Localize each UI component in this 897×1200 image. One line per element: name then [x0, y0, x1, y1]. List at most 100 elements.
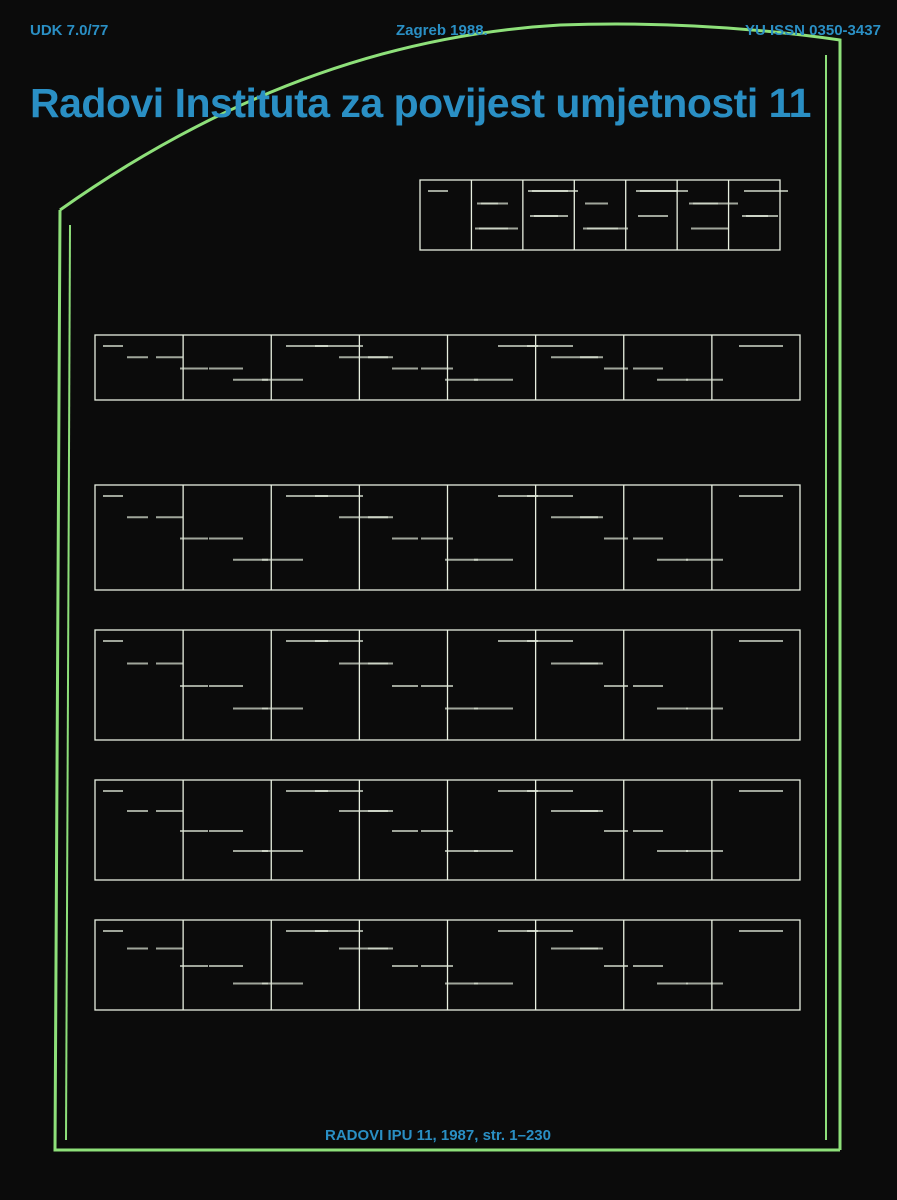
map-script-mark — [739, 495, 783, 497]
map-script-mark — [286, 345, 328, 347]
map-script-mark — [180, 965, 208, 967]
map-script-mark — [657, 378, 688, 381]
map-script-mark — [527, 640, 573, 642]
map-script-mark — [392, 830, 418, 832]
map-script-mark — [636, 190, 678, 192]
map-script-mark — [742, 215, 768, 217]
map-script-mark — [315, 640, 363, 642]
map-script-mark — [691, 227, 728, 230]
map-script-mark — [180, 367, 208, 370]
map-script-mark — [686, 982, 723, 985]
map-script-mark — [604, 965, 628, 967]
map-script-mark — [286, 790, 328, 792]
map-script-mark — [339, 947, 388, 950]
map-script-mark — [233, 982, 268, 985]
map-script-mark — [127, 356, 148, 359]
map-script-mark — [739, 345, 783, 347]
map-script-mark — [233, 850, 268, 852]
map-script-mark — [156, 662, 183, 665]
map-script-mark — [527, 790, 573, 792]
map-script-mark — [739, 640, 783, 642]
map-script-mark — [233, 558, 268, 561]
map-script-mark — [209, 830, 243, 832]
map-script-mark — [686, 378, 723, 381]
map-script-mark — [127, 662, 148, 665]
map-script-mark — [551, 947, 598, 950]
map-script-mark — [744, 190, 788, 192]
map-script-mark — [103, 790, 123, 792]
map-script-mark — [315, 345, 363, 347]
map-script-mark — [657, 850, 688, 852]
map-script-mark — [180, 685, 208, 687]
journal-title: Radovi Instituta za povijest umjetnosti … — [30, 80, 811, 126]
map-script-mark — [127, 947, 148, 950]
map-script-mark — [551, 810, 598, 812]
map-script-mark — [103, 495, 123, 497]
map-script-mark — [262, 982, 303, 985]
udk-code: UDK 7.0/77 — [30, 22, 109, 39]
map-script-mark — [209, 367, 243, 370]
map-script-mark — [657, 982, 688, 985]
map-script-mark — [551, 516, 598, 519]
map-script-mark — [445, 378, 478, 381]
map-script-mark — [127, 516, 148, 519]
map-script-mark — [339, 356, 388, 359]
map-script-mark — [604, 685, 628, 687]
map-script-mark — [445, 707, 478, 710]
map-script-mark — [551, 662, 598, 665]
map-script-mark — [633, 685, 663, 687]
map-script-mark — [530, 215, 558, 217]
map-script-mark — [527, 495, 573, 497]
map-script-mark — [604, 537, 628, 540]
map-script-mark — [209, 537, 243, 540]
map-script-mark — [528, 190, 568, 192]
map-script-mark — [527, 345, 573, 347]
map-script-mark — [686, 558, 723, 561]
map-script-mark — [392, 965, 418, 967]
map-script-mark — [739, 790, 783, 792]
map-script-mark — [103, 930, 123, 932]
map-script-mark — [339, 810, 388, 812]
map-script-mark — [286, 495, 328, 497]
map-script-mark — [686, 850, 723, 852]
map-script-mark — [604, 830, 628, 832]
map-script-mark — [633, 367, 663, 370]
map-script-mark — [689, 202, 738, 205]
map-script-mark — [180, 830, 208, 832]
map-script-mark — [657, 558, 688, 561]
map-script-mark — [339, 516, 388, 519]
map-script-mark — [498, 345, 538, 347]
map-script-mark — [474, 982, 513, 985]
map-script-mark — [156, 947, 183, 950]
map-script-mark — [428, 190, 448, 192]
map-script-mark — [445, 982, 478, 985]
map-script-mark — [103, 345, 123, 347]
map-script-mark — [445, 558, 478, 561]
map-script-mark — [527, 930, 573, 932]
map-script-mark — [156, 356, 183, 359]
map-script-mark — [474, 707, 513, 710]
map-script-mark — [103, 640, 123, 642]
map-script-mark — [475, 227, 508, 230]
map-script-mark — [315, 790, 363, 792]
map-script-mark — [604, 367, 628, 370]
map-script-mark — [392, 685, 418, 687]
map-script-mark — [286, 640, 328, 642]
map-script-mark — [286, 930, 328, 932]
map-script-mark — [421, 965, 453, 967]
map-block — [419, 179, 781, 251]
map-script-mark — [262, 378, 303, 381]
map-script-mark — [498, 640, 538, 642]
map-script-mark — [262, 558, 303, 561]
map-script-mark — [233, 378, 268, 381]
map-script-mark — [315, 930, 363, 932]
map-script-mark — [498, 495, 538, 497]
map-script-mark — [421, 367, 453, 370]
map-script-mark — [633, 537, 663, 540]
map-script-mark — [445, 850, 478, 852]
map-script-mark — [585, 202, 608, 205]
map-script-mark — [583, 227, 618, 230]
map-script-mark — [156, 810, 183, 812]
map-script-mark — [339, 662, 388, 665]
